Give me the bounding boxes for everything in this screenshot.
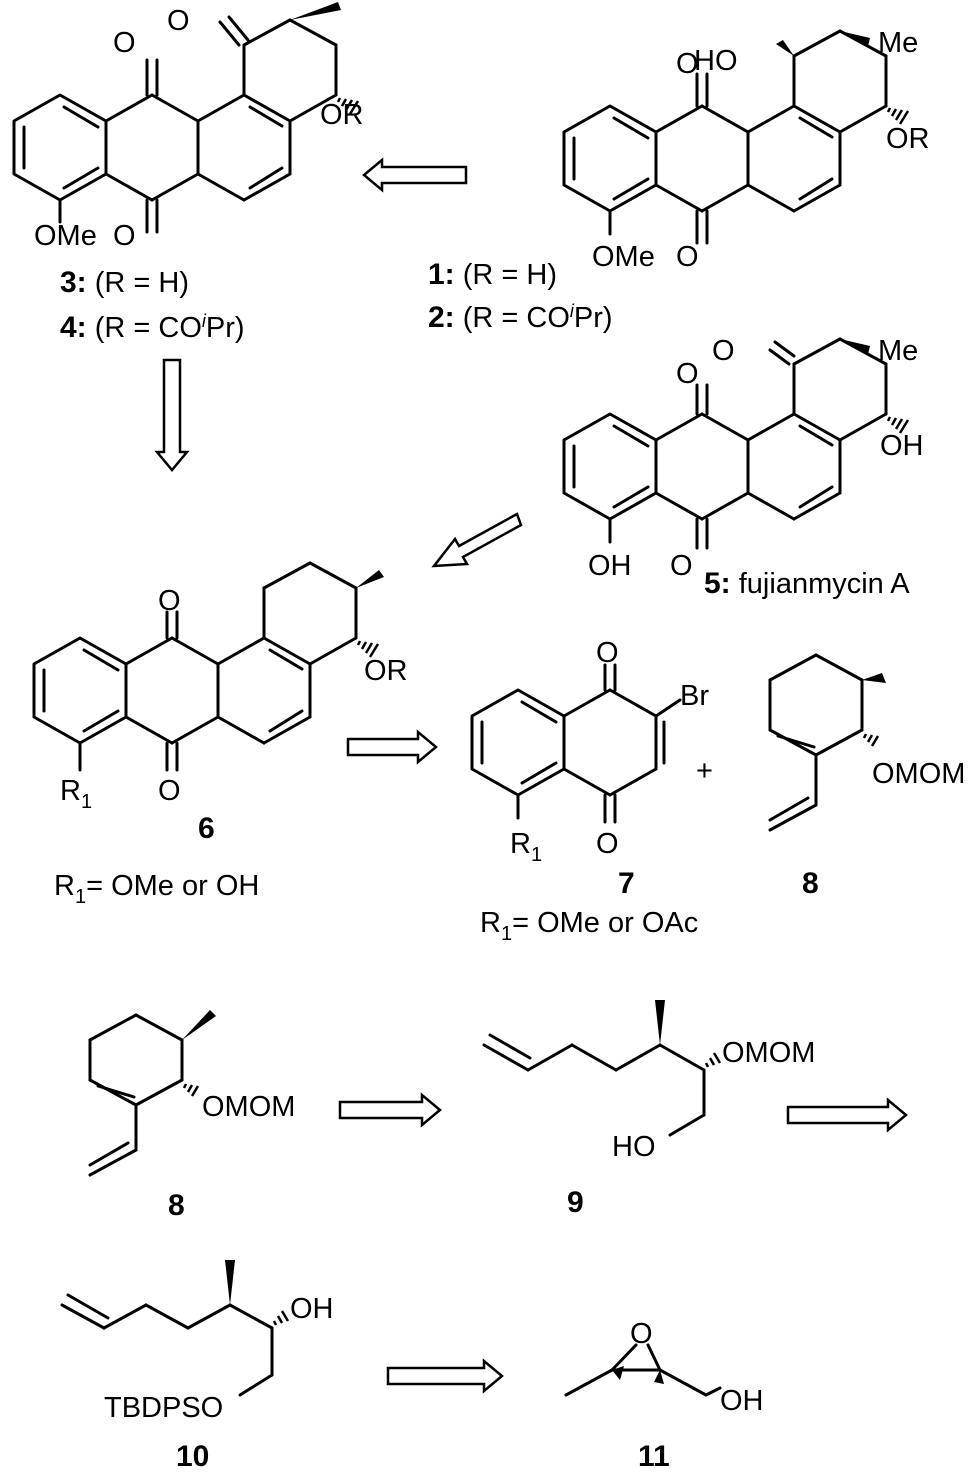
compound-11-label: 11: [638, 1440, 670, 1473]
compound-10-label: 10: [176, 1440, 209, 1473]
atom-label: Me: [878, 27, 918, 59]
retro-arrow: [154, 358, 190, 472]
atom-label: OR: [320, 99, 364, 131]
atom-label: OH: [720, 1385, 764, 1417]
atom-label: Me: [878, 335, 918, 367]
compound-1-label: 1: (R = H): [428, 258, 557, 291]
atom-label: O: [630, 1318, 653, 1350]
compound-5-label: 5: fujianmycin A: [704, 567, 910, 600]
retro-arrow: [362, 157, 468, 193]
atom-label: O: [676, 48, 699, 80]
atom-label: O: [596, 637, 619, 669]
structure-3-4: O O OR OMe O: [12, 2, 364, 252]
structure-8-repeat: OMOM: [88, 1010, 295, 1177]
atom-label: O: [158, 585, 181, 617]
structure-9: OMOM HO: [482, 1000, 815, 1163]
compound-2-label: 2: (R = COiPr): [428, 301, 613, 334]
compound-3-label: 3: (R = H): [60, 266, 189, 299]
structure-6: O OR R1 O: [32, 561, 408, 813]
atom-label: O: [676, 241, 699, 273]
atom-label: OH: [880, 430, 924, 462]
atom-label: O: [113, 220, 136, 252]
atom-label: OR: [364, 655, 408, 687]
atom-label: OMe: [34, 220, 97, 252]
retro-arrow: [386, 1358, 504, 1394]
atom-label: HO: [612, 1131, 656, 1163]
atom-label: O: [712, 335, 735, 367]
compound-6-label: 6: [198, 812, 215, 845]
atom-label: HO: [694, 45, 738, 77]
compound-4-label: 4: (R = COiPr): [60, 311, 245, 344]
compound-8-label: 8: [802, 867, 819, 900]
retro-arrow: [346, 729, 438, 765]
atom-label: OMOM: [202, 1091, 295, 1123]
atom-label: OH: [588, 550, 632, 582]
atom-label: O: [676, 358, 699, 390]
retro-arrow: [786, 1097, 908, 1133]
retro-arrow: [338, 1092, 442, 1128]
structure-5: O Me O OH OH O: [562, 335, 924, 582]
atom-label: R1: [60, 775, 92, 813]
atom-label: OMOM: [722, 1037, 815, 1069]
atom-label: R1: [510, 828, 542, 866]
compound-7-r1-caption: R1= OMe or OAc: [480, 907, 698, 945]
atom-label: TBDPSO: [104, 1392, 223, 1424]
structure-8: OMOM: [768, 653, 965, 832]
structure-10: OH TBDPSO: [60, 1260, 334, 1424]
structure-1-2: HO Me O OR OMe O: [562, 27, 930, 273]
compound-8-label: 8: [168, 1189, 185, 1222]
plus-sign: +: [696, 755, 713, 787]
atom-label: O: [670, 550, 693, 582]
compound-9-label: 9: [567, 1186, 584, 1219]
atom-label: O: [596, 828, 619, 860]
structure-11: O OH: [564, 1318, 764, 1417]
compound-6-r1-caption: R1= OMe or OH: [54, 870, 259, 908]
compound-7-label: 7: [618, 867, 635, 900]
atom-label: OH: [290, 1293, 334, 1325]
atom-label: O: [167, 5, 190, 37]
atom-label: O: [158, 775, 181, 807]
atom-label: OMOM: [872, 758, 965, 790]
atom-label: O: [113, 27, 136, 59]
hash-bond: [336, 97, 360, 115]
atom-label: OR: [886, 123, 930, 155]
retro-arrow: [431, 512, 523, 568]
structure-7: O Br R1 O: [470, 637, 709, 866]
atom-label: OMe: [592, 241, 655, 273]
atom-label: Br: [680, 680, 709, 712]
